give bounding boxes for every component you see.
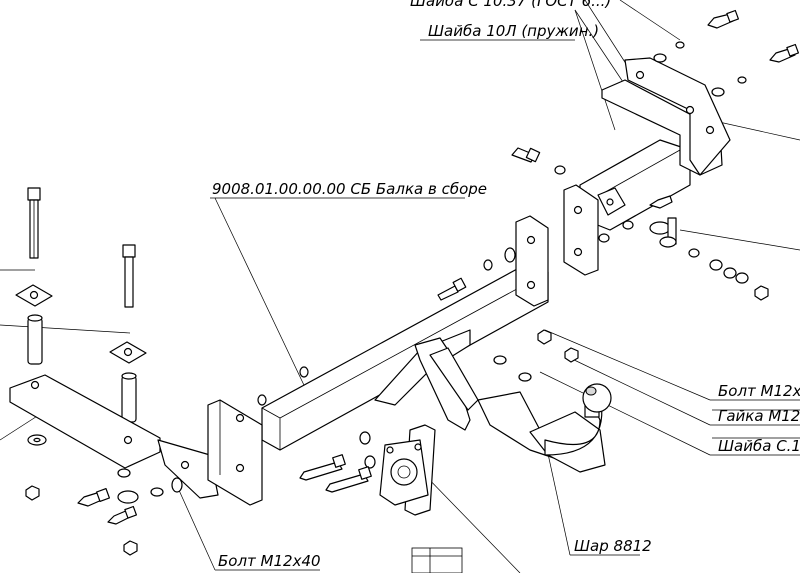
label-beam-assembly: 9008.01.00.00.00 СБ Балка в сборе [212,180,487,198]
tow-ball-arm [477,383,612,473]
center-hardware [299,329,579,493]
label-bolt-right: Болт М12х1 [718,382,800,400]
label-top-cut: Шайба С 10.37 (ГОСТ 6...) [410,0,611,10]
label-nut-right: Гайка М12х1 [718,407,800,425]
left-small-hardware [25,434,183,556]
square-washers [15,284,147,364]
label-washer-spring: Шайба 10Л (пружин.) [428,22,599,40]
beam-hardware [257,247,516,406]
socket-bracket [379,424,436,516]
left-bolt-short [122,244,136,308]
label-ball: Шар 8812 [574,537,652,555]
right-hardware [511,9,800,301]
spacer-tubes [27,314,137,423]
label-bolt-bottom: Болт М12х40 [218,552,321,570]
left-bolt-long [27,187,41,259]
label-washer-right: Шайба С.12.3 [718,437,800,455]
title-block-stub [411,547,463,573]
right-frame-bracket [563,57,731,276]
left-bracket [9,374,219,499]
